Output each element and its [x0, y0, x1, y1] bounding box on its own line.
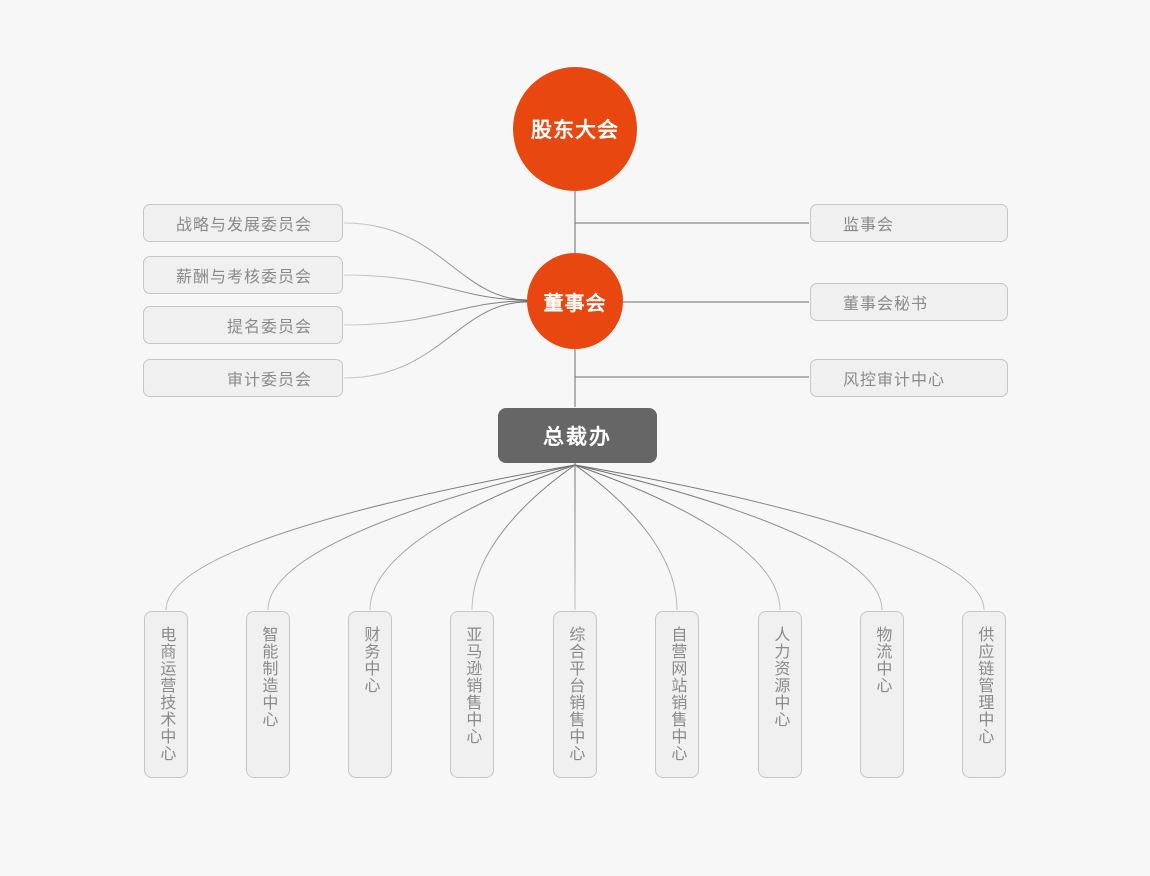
node-label: 监事会	[843, 215, 895, 234]
node-ecommerce-operations-tech-center[interactable]: 电商运营技术中心	[144, 611, 188, 778]
node-logistics-center[interactable]: 物流中心	[860, 611, 904, 778]
node-label: 股东大会	[531, 118, 619, 142]
node-label: 薪酬与考核委员会	[175, 267, 312, 286]
node-label: 提名委员会	[226, 317, 312, 336]
node-compensation-assessment-committee[interactable]: 薪酬与考核委员会	[143, 256, 343, 294]
node-label: 董事会	[543, 290, 607, 315]
node-label: 财务中心	[361, 626, 381, 694]
node-strategy-development-committee[interactable]: 战略与发展委员会	[143, 204, 343, 242]
node-label: 总裁办	[543, 424, 612, 449]
node-supervisory-board[interactable]: 监事会	[810, 204, 1008, 242]
node-label: 人力资源中心	[771, 626, 791, 728]
node-label: 综合平台销售中心	[566, 626, 586, 762]
node-label: 风控审计中心	[843, 370, 946, 389]
node-label: 智能制造中心	[259, 626, 279, 728]
node-intelligent-manufacturing-center[interactable]: 智能制造中心	[246, 611, 290, 778]
node-label: 战略与发展委员会	[175, 215, 312, 234]
node-supply-chain-management-center[interactable]: 供应链管理中心	[962, 611, 1006, 778]
node-presidents-office[interactable]: 总裁办	[498, 408, 657, 463]
node-label: 亚马逊销售中心	[463, 626, 483, 745]
node-label: 审计委员会	[226, 370, 312, 389]
node-own-website-sales-center[interactable]: 自营网站销售中心	[655, 611, 699, 778]
node-platform-sales-center[interactable]: 综合平台销售中心	[553, 611, 597, 778]
node-board-secretary[interactable]: 董事会秘书	[810, 283, 1008, 321]
node-finance-center[interactable]: 财务中心	[348, 611, 392, 778]
node-label: 自营网站销售中心	[668, 626, 688, 762]
node-nomination-committee[interactable]: 提名委员会	[143, 306, 343, 344]
node-risk-control-audit-center[interactable]: 风控审计中心	[810, 359, 1008, 397]
node-human-resources-center[interactable]: 人力资源中心	[758, 611, 802, 778]
node-shareholders-meeting[interactable]: 股东大会	[513, 67, 637, 191]
node-label: 供应链管理中心	[975, 626, 995, 745]
node-label: 董事会秘书	[843, 294, 929, 313]
node-audit-committee[interactable]: 审计委员会	[143, 359, 343, 397]
node-amazon-sales-center[interactable]: 亚马逊销售中心	[450, 611, 494, 778]
node-label: 电商运营技术中心	[157, 626, 177, 762]
node-label: 物流中心	[873, 626, 893, 694]
node-board-of-directors[interactable]: 董事会	[527, 253, 623, 349]
